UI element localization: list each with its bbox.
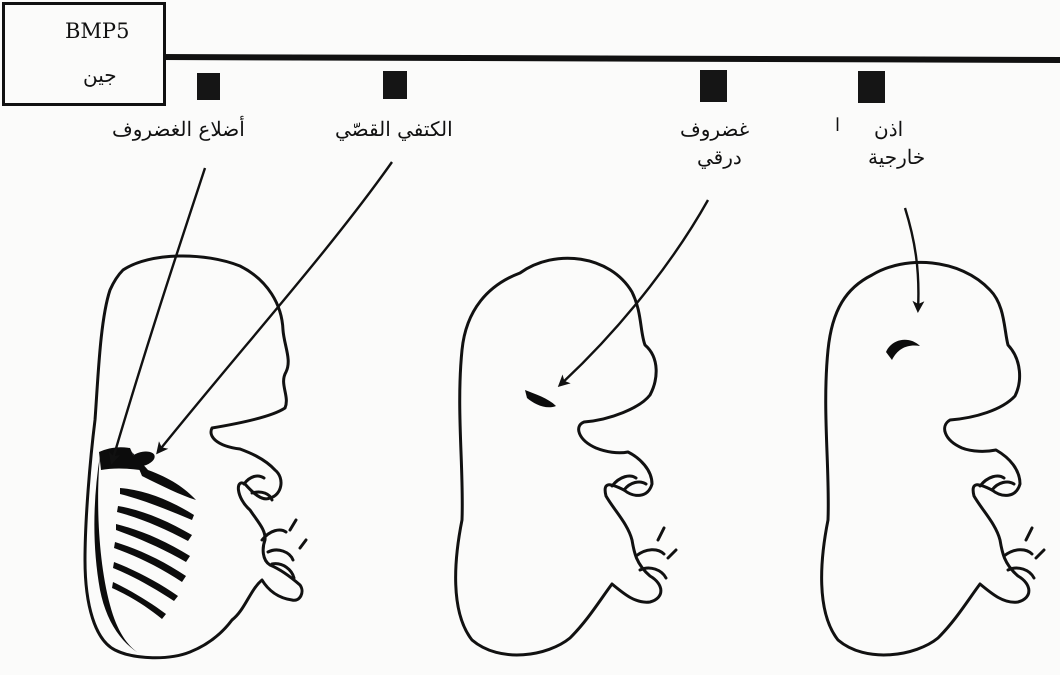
embryo-right-body xyxy=(822,262,1029,655)
arrow-thyroid xyxy=(560,200,708,385)
embryo-middle-foot xyxy=(636,528,676,578)
arrow-ribs xyxy=(112,168,205,462)
embryo-middle-body xyxy=(456,258,661,655)
outer-ear-mark xyxy=(886,340,920,360)
gene-line xyxy=(160,57,1060,60)
element-box-thyroid xyxy=(700,70,727,102)
embryo-right-foot xyxy=(1004,528,1044,578)
label-ear-line2: خارجية xyxy=(868,146,925,169)
element-box-ear xyxy=(858,71,885,103)
embryo-left-foot xyxy=(262,520,306,578)
label-ear-line1: اذن xyxy=(874,118,903,141)
element-box-ribs xyxy=(197,73,220,100)
arrow-ear xyxy=(905,208,918,310)
rib-cartilage-marks xyxy=(94,447,196,654)
gene-box: BMP5 جين xyxy=(2,2,166,106)
label-thyroid-line1: غضروف xyxy=(680,118,749,141)
label-scapula: الكتفي القصّي xyxy=(335,118,453,141)
label-ribs-cartilage: أضلاع الغضروف xyxy=(112,118,245,141)
gene-name: BMP5 xyxy=(65,19,129,43)
label-ear-mark: ا xyxy=(835,116,840,137)
thyroid-cartilage-mark xyxy=(525,390,556,407)
element-box-scapula xyxy=(383,71,407,99)
pointer-arrows xyxy=(112,162,918,462)
embryo-middle xyxy=(456,258,676,655)
label-thyroid-line2: درقي xyxy=(697,146,742,169)
gene-label: جين xyxy=(83,63,117,87)
embryo-right xyxy=(822,262,1044,655)
